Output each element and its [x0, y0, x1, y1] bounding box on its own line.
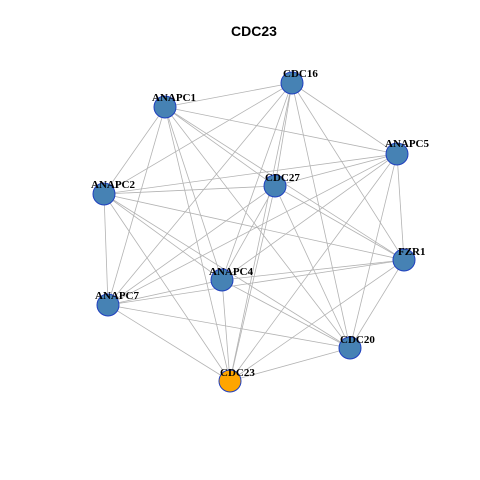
node-circle-anapc5 [385, 142, 409, 166]
edge-cdc27-anapc2 [103, 185, 276, 195]
node-anapc2: ANAPC2 [91, 179, 135, 206]
edge-anapc2-cdc23 [103, 193, 231, 382]
edge-cdc16-fzr1 [291, 82, 405, 261]
node-label-cdc16: CDC16 [283, 68, 318, 80]
edge-cdc27-anapc7 [107, 185, 276, 306]
edge-cdc27-cdc20 [274, 185, 351, 349]
edge-anapc4-anapc7 [107, 279, 223, 306]
edge-anapc4-cdc23 [221, 279, 231, 382]
node-label-cdc27: CDC27 [265, 172, 300, 184]
edge-anapc5-cdc23 [229, 153, 398, 382]
node-circle-anapc7 [96, 293, 120, 317]
edge-cdc16-anapc2 [103, 82, 293, 195]
node-label-anapc1: ANAPC1 [152, 92, 196, 104]
edge-anapc5-anapc4 [221, 153, 398, 281]
edge-anapc5-cdc20 [349, 153, 398, 349]
nodes-layer: CDC16ANAPC1ANAPC5CDC27ANAPC2FZR1ANAPC4AN… [91, 68, 429, 393]
edge-anapc2-anapc4 [103, 193, 223, 281]
edge-fzr1-cdc23 [229, 259, 405, 382]
edge-anapc1-anapc2 [103, 106, 166, 195]
edge-anapc5-anapc2 [103, 153, 398, 195]
node-circle-anapc2 [92, 182, 116, 206]
node-fzr1: FZR1 [392, 246, 426, 272]
edge-anapc2-fzr1 [103, 193, 405, 261]
node-circle-fzr1 [392, 248, 416, 272]
node-label-cdc23: CDC23 [220, 367, 255, 379]
node-anapc7: ANAPC7 [95, 290, 139, 317]
node-anapc4: ANAPC4 [209, 266, 253, 292]
edge-anapc7-cdc23 [107, 304, 231, 382]
edge-cdc16-anapc5 [291, 82, 398, 155]
edge-fzr1-cdc20 [349, 259, 405, 349]
edge-cdc20-cdc23 [229, 347, 351, 382]
edge-cdc16-cdc27 [274, 82, 293, 187]
edge-anapc5-fzr1 [396, 153, 405, 261]
node-circle-anapc1 [153, 95, 177, 119]
edge-fzr1-anapc4 [221, 259, 405, 281]
edge-anapc5-anapc7 [107, 153, 398, 306]
edge-anapc4-cdc20 [221, 279, 351, 349]
node-circle-cdc23 [218, 369, 242, 393]
node-cdc27: CDC27 [263, 172, 300, 198]
edge-anapc2-anapc7 [103, 193, 109, 306]
node-circle-cdc20 [338, 336, 362, 360]
edge-anapc1-anapc4 [164, 106, 223, 281]
node-cdc16: CDC16 [280, 68, 318, 95]
edge-cdc27-fzr1 [274, 185, 405, 261]
edge-anapc1-anapc5 [164, 106, 398, 155]
node-label-anapc2: ANAPC2 [91, 179, 135, 191]
node-label-fzr1: FZR1 [398, 246, 426, 258]
edge-anapc7-cdc20 [107, 304, 351, 349]
node-anapc5: ANAPC5 [385, 138, 429, 166]
edge-anapc1-anapc7 [107, 106, 166, 306]
node-circle-cdc16 [280, 71, 304, 95]
edge-anapc5-cdc27 [274, 153, 398, 187]
node-circle-anapc4 [210, 268, 234, 292]
node-cdc23: CDC23 [218, 367, 255, 393]
node-label-anapc7: ANAPC7 [95, 290, 139, 302]
edge-anapc1-cdc23 [164, 106, 231, 382]
node-label-anapc5: ANAPC5 [385, 138, 429, 150]
edge-cdc16-anapc4 [221, 82, 293, 281]
edge-cdc16-anapc7 [107, 82, 293, 306]
diagram-title: CDC23 [231, 23, 277, 39]
edge-cdc16-anapc1 [164, 82, 293, 108]
edge-cdc27-cdc23 [229, 185, 276, 382]
node-circle-cdc27 [263, 174, 287, 198]
edge-fzr1-anapc7 [107, 259, 405, 306]
edge-cdc27-anapc4 [221, 185, 276, 281]
node-anapc1: ANAPC1 [152, 92, 196, 119]
node-cdc20: CDC20 [338, 334, 375, 360]
node-label-anapc4: ANAPC4 [209, 266, 253, 278]
node-label-cdc20: CDC20 [340, 334, 375, 346]
